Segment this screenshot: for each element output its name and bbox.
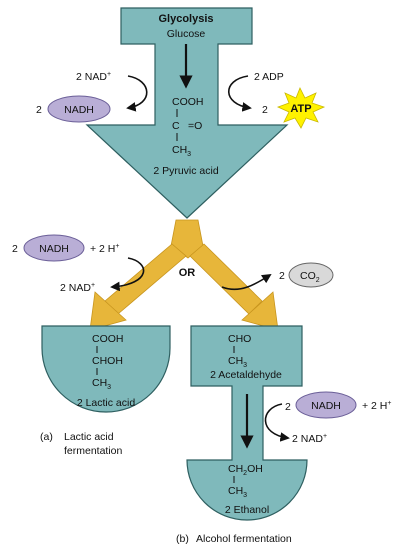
nadh-oval-top (47, 95, 111, 123)
branch-right-arm (189, 243, 263, 315)
co2-coef: 2 (279, 270, 285, 282)
nadh-label-alcohol: NADH (311, 400, 341, 412)
nadh-label-lactic: NADH (39, 243, 69, 255)
pyruvic-acid-label: 2 Pyruvic acid (153, 165, 219, 177)
h-input-alcohol: + 2 H+ (362, 400, 391, 412)
caption-a-letter: (a) (40, 431, 53, 443)
nad-reduction-arrow (126, 75, 148, 112)
h-input-lactic: + 2 H+ (90, 243, 119, 255)
nad-input-label: 2 NAD+ (76, 71, 111, 83)
lactic-acid-label: 2 Lactic acid (77, 397, 136, 409)
atp-coef: 2 (262, 104, 268, 116)
co2-release-arrow (221, 273, 272, 291)
nad-output-lactic: 2 NAD+ (60, 282, 95, 294)
or-label: OR (179, 267, 196, 279)
nadh-coef-lactic: 2 (12, 243, 18, 255)
caption-b-letter: (b) (176, 533, 189, 545)
caption-a-line2: fermentation (64, 445, 123, 457)
lactic-choh: CHOH (92, 355, 123, 367)
nadh-label-top: NADH (64, 104, 94, 116)
adp-label: 2 ADP (254, 71, 284, 83)
acetaldehyde-label: 2 Acetaldehyde (210, 369, 282, 381)
pyruvate-keto: =O (188, 120, 202, 132)
co2-label: CO2 (300, 270, 320, 284)
glucose-label: Glucose (167, 28, 206, 40)
pyruvate-ch3: CH3 (172, 144, 191, 158)
ethanol-ch3: CH3 (228, 485, 247, 499)
atp-synthesis-arrow (228, 75, 252, 112)
nadh-coef-top: 2 (36, 104, 42, 116)
glycolysis-shape (85, 7, 289, 219)
nadh-oval-lactic (23, 234, 85, 262)
nadh-oxidation-arrow-lactic (110, 257, 145, 292)
branch-right-head (241, 291, 279, 331)
nad-output-alcohol: 2 NAD+ (292, 433, 327, 445)
nadh-oval-alcohol (295, 391, 357, 419)
caption-a-line1: Lactic acid (64, 431, 114, 443)
caption-b: Alcohol fermentation (196, 533, 292, 545)
atp-star (276, 87, 326, 129)
nadh-oxidation-arrow-alcohol (264, 403, 290, 442)
pyruvate-cooh: COOH (172, 96, 204, 108)
branch-left-head (89, 291, 127, 331)
ethanol-ch2oh: CH2OH (228, 463, 263, 477)
acetaldehyde-cho: CHO (228, 333, 251, 345)
pyruvate-c: C (172, 120, 180, 132)
nadh-coef-alcohol: 2 (285, 401, 291, 413)
acetaldehyde-ch3: CH3 (228, 355, 247, 369)
ethanol-label: 2 Ethanol (225, 504, 269, 516)
atp-label: ATP (290, 103, 311, 115)
co2-oval (288, 262, 334, 288)
lactic-cooh: COOH (92, 333, 124, 345)
lactic-ch3: CH3 (92, 377, 111, 391)
lactic-acid-shape (41, 325, 171, 413)
glycolysis-title: Glycolysis (158, 13, 213, 25)
branch-left-arm (104, 243, 187, 315)
